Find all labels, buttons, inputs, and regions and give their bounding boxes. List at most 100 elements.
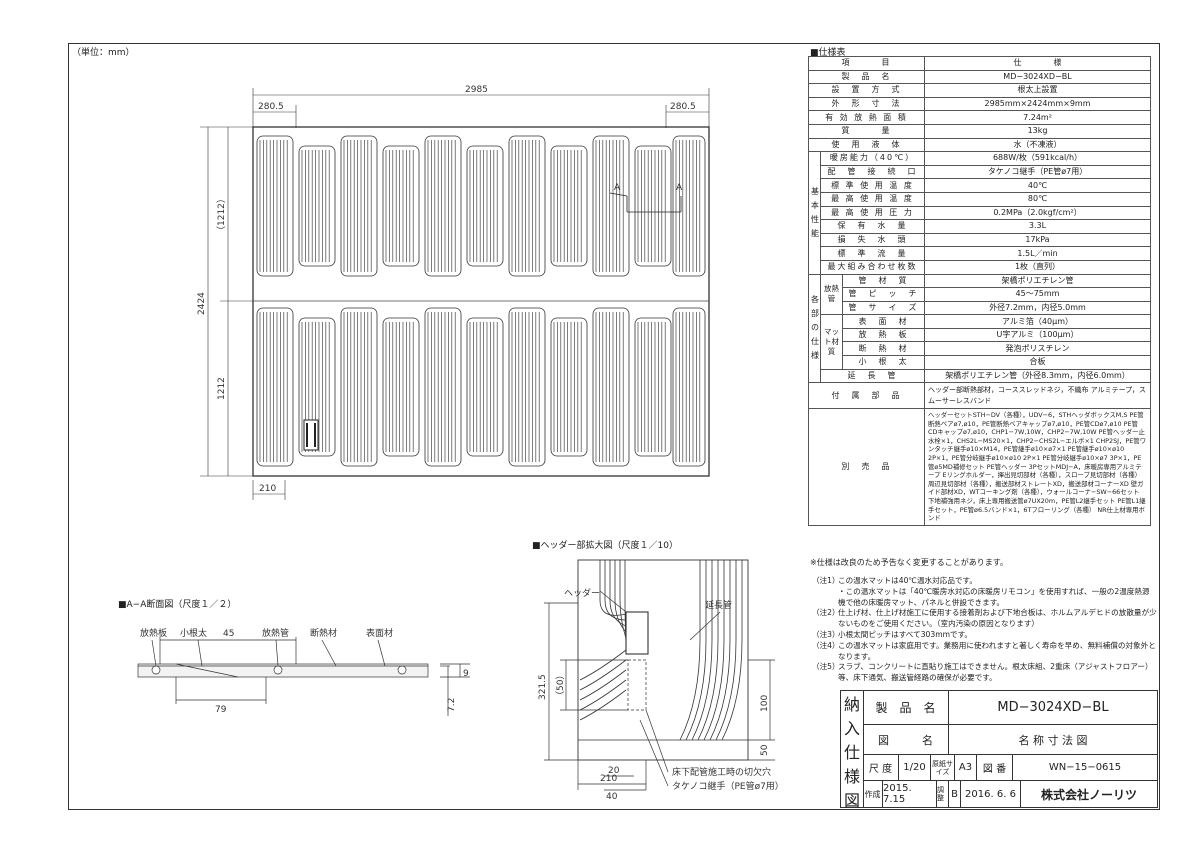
spec-label: 標 準 使 用 温 度 xyxy=(819,178,926,193)
detail-pipe xyxy=(697,560,719,741)
tb-drawing-value: 名 称 寸 法 図 xyxy=(1018,733,1088,747)
spec-row: マット材質表 面 材アルミ箔（40μm） xyxy=(809,314,1151,370)
detail-dim-100: 100 xyxy=(760,695,770,712)
spec-label: 管 サ イ ズ xyxy=(841,300,926,316)
tb-drawing-label: 図 名 xyxy=(863,725,949,754)
spec-label: 管 ピ ッ チ xyxy=(841,287,926,302)
detail-dim-50: 50 xyxy=(760,744,770,756)
spec-value: 1.5L／min xyxy=(924,246,1151,261)
spec-value: 45〜75mm xyxy=(924,287,1151,302)
spec-value: U字アルミ（100μm） xyxy=(924,327,1151,343)
tb-vertical-char: 入 xyxy=(843,719,860,738)
spec-label: 保 有 水 量 xyxy=(819,219,926,234)
spec-value: 7.24m² xyxy=(924,110,1151,125)
spec-row: 別 売 品ヘッダーセットSTH−DV（各種），UDV−6，STHヘッダボックスM… xyxy=(807,408,1151,526)
coil-band xyxy=(634,317,672,457)
spec-header-item: 項 目 xyxy=(807,56,926,71)
spec-group-pipe: 放熱管 xyxy=(820,273,843,316)
title-block-vertical: 納入仕様図 xyxy=(841,691,864,810)
note-text: 仕上げ材、仕上げ材施工に使用する接着剤および下地合板は、ホルムアルデヒドの放散量… xyxy=(838,608,1157,629)
spec-label: 設 置 方 式 xyxy=(807,83,926,98)
spec-label: 表 面 材 xyxy=(841,314,926,329)
coil-band xyxy=(672,135,706,277)
detail-dim-40: 40 xyxy=(606,792,618,802)
header-detail-pipes xyxy=(579,560,743,741)
spec-options-value: ヘッダーセットSTH−DV（各種），UDV−6，STHヘッダボックスM,S PE… xyxy=(924,408,1151,526)
spec-label: 最大組み合わせ枚数 xyxy=(819,259,926,275)
note-row: （注5）スラブ、コンクリートに直貼り施工はできません。根太床組、2重床（アジャス… xyxy=(812,662,1157,684)
spec-label: 標 準 流 量 xyxy=(819,246,926,261)
detail-pipe xyxy=(579,669,627,701)
coil-band xyxy=(592,307,630,467)
detail-pipe xyxy=(579,649,627,681)
detail-pipe xyxy=(721,560,743,741)
note-text: スラブ、コンクリートに直貼り施工はできません。根太床組、2重床（アジャストフロア… xyxy=(838,662,1153,683)
detail-pipe xyxy=(579,659,627,691)
dim-upper-height: （1212） xyxy=(216,194,227,235)
section-aa-title: ■A−A断面図（尺度１／２） xyxy=(118,600,237,610)
spec-row: 基本性能暖房能力（40℃）688W/枚（591kcal/h） xyxy=(808,151,1151,275)
coil-band xyxy=(382,317,420,457)
aa-label-joist: 小根太 xyxy=(180,627,207,639)
detail-pipe xyxy=(691,560,713,741)
spec-group-mat: マット材質 xyxy=(820,314,843,370)
coil-band xyxy=(340,135,378,277)
note-number: （注1） xyxy=(812,576,840,585)
tb-rev-label: 調整 xyxy=(937,781,949,807)
tb-vertical-char: 様 xyxy=(843,767,860,786)
note-row: （注1）この温水マットは40℃温水対応品です。 xyxy=(812,576,1157,587)
detail-note-joint: タケノコ継手（PE管ø7用） xyxy=(672,780,784,792)
tb-paper-label: 原紙サイズ xyxy=(931,755,955,780)
spec-value: 13kg xyxy=(924,123,1151,139)
spec-row: 断 熱 材発泡ポリスチレン xyxy=(809,341,1151,357)
tb-vertical-char: 図 xyxy=(843,791,860,810)
spec-value: 発泡ポリスチレン xyxy=(924,341,1151,357)
note-row: （注2）仕上げ材、仕上げ材施工に使用する接着剤および下地合板は、ホルムアルデヒド… xyxy=(812,608,1157,630)
aa-label-insulation: 断熱材 xyxy=(310,627,337,639)
tb-product-value: MD−3024XD−BL xyxy=(997,700,1109,715)
spec-row: 延 長 管架橋ポリエチレン管（外径8.3mm，内径6.0mm） xyxy=(809,368,1151,384)
detail-pipe xyxy=(703,560,725,741)
coil-band xyxy=(672,307,706,467)
aa-dim-45: 45 xyxy=(223,629,234,639)
spec-value: 80℃ xyxy=(924,191,1151,207)
spec-row: 各部の仕様放熱管管 材 質架橋ポリエチレン管 xyxy=(808,273,1151,384)
coil-band xyxy=(550,145,588,267)
note-text: 小根太間ピッチはすべて303mmです。 xyxy=(838,629,973,639)
tb-vertical-char: 仕 xyxy=(843,743,860,762)
spec-value: 2985mm×2424mm×9mm xyxy=(924,96,1151,112)
spec-accessory-value: ヘッダー部断熱部材，コーススレッドネジ，不織布 アルミテープ，スムーサーレスバン… xyxy=(924,382,1151,410)
dim-height: 2424 xyxy=(197,292,207,315)
aa-dim-9: 9 xyxy=(463,669,469,679)
spec-label: 製 品 名 xyxy=(807,69,926,85)
spec-value: 17kPa xyxy=(924,232,1151,248)
detail-dim-210: 210 xyxy=(600,774,617,784)
tb-made-value: 2015. 7.15 xyxy=(883,781,937,807)
coil-band xyxy=(256,135,294,277)
section-mark-left: A xyxy=(614,183,621,193)
spec-value: 合板 xyxy=(924,355,1151,370)
spec-label: 損 失 水 頭 xyxy=(819,232,926,248)
drawing-frame xyxy=(68,43,1160,810)
spec-value: タケノコ継手（PE管ø7用） xyxy=(924,164,1151,180)
coil-band xyxy=(466,145,504,267)
spec-value: 3.3L xyxy=(924,219,1151,234)
spec-label: 暖房能力（40℃） xyxy=(819,151,926,166)
spec-value: 1枚（直列） xyxy=(924,259,1151,275)
note-number: （注5） xyxy=(812,662,840,672)
coil-band xyxy=(340,307,378,467)
tb-number-value: WN−15−0615 xyxy=(1048,762,1122,773)
dim-lower-height: 1212 xyxy=(217,377,227,400)
detail-note-hole: 床下配管施工時の切欠穴 xyxy=(672,766,771,778)
spec-label: 質 量 xyxy=(807,123,926,139)
